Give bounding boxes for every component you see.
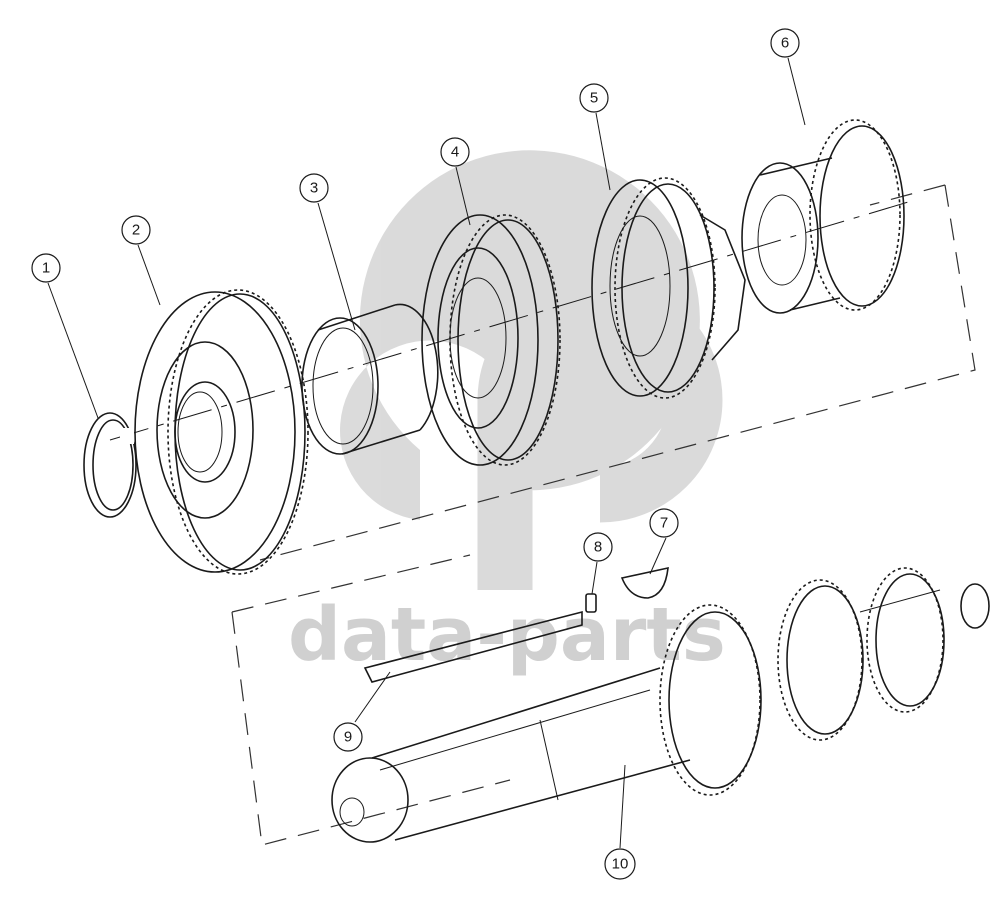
key-bar-9 [363,610,583,683]
callout-label: 6 [781,35,789,52]
watermark-logo [340,150,723,590]
callout-4: 4 [440,137,470,167]
upper-assembly-frame [259,184,976,561]
callout-label: 9 [344,729,352,746]
lower-assembly-frame [231,554,511,846]
snap-ring [83,412,137,518]
shaft-10 [331,567,990,843]
callout-6: 6 [770,28,800,58]
pin-8 [585,593,597,613]
callout-7: 7 [649,508,679,538]
gear-5 [591,177,746,399]
callout-9: 9 [333,722,363,752]
woodruff-key-7 [620,566,669,599]
callout-label: 4 [451,144,459,161]
callout-8: 8 [583,532,613,562]
leader-lines [47,57,806,849]
callout-label: 7 [660,515,668,532]
callout-2: 2 [121,215,151,245]
callout-label: 5 [590,90,598,107]
callout-10: 10 [604,848,636,880]
callout-label: 2 [132,222,140,239]
gear-6 [741,119,905,314]
callout-1: 1 [31,253,61,283]
callout-label: 3 [310,180,318,197]
callout-5: 5 [579,83,609,113]
gear-4 [421,214,561,466]
callout-label: 10 [612,856,629,873]
upper-axis-line [109,199,916,441]
watermark-text: data-parts [288,592,726,678]
callout-label: 8 [594,539,602,556]
callout-3: 3 [299,173,329,203]
large-gear-2 [134,289,309,575]
bushing-3 [301,303,439,455]
callout-label: 1 [42,260,50,277]
